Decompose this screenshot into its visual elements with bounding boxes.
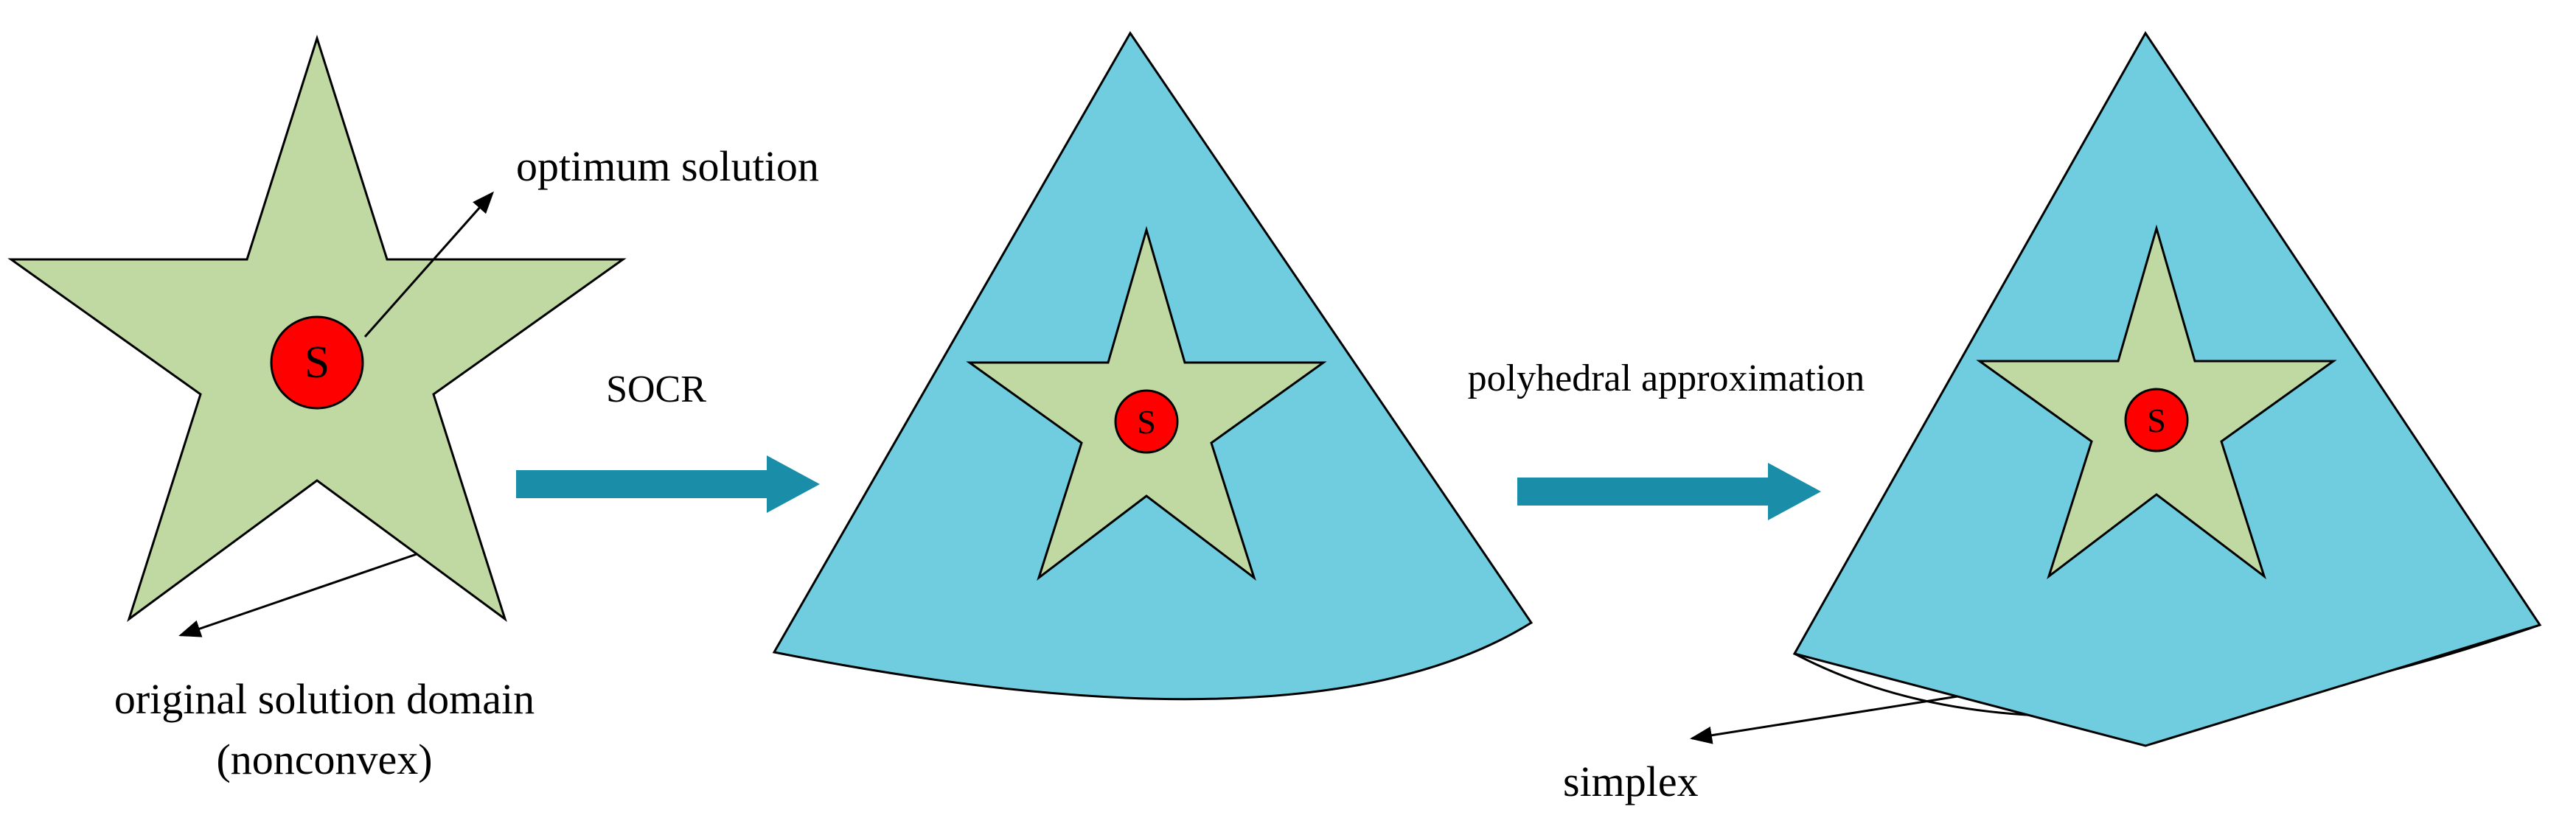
optimum-pointer-line [363, 191, 494, 338]
simplex-label: simplex [1563, 758, 1699, 805]
panel-original-domain: S optimum solution original solution dom… [7, 35, 819, 783]
socr-arrow [516, 455, 820, 513]
polyhedral-approximation-label: polyhedral approximation [1468, 357, 1865, 399]
optimum-solution-marker-label: S [304, 338, 330, 388]
solution-marker-3-label: S [2147, 402, 2166, 439]
solution-marker-2-label: S [1137, 403, 1156, 441]
optimum-solution-label: optimum solution [516, 142, 819, 190]
domain-pointer-line [178, 553, 417, 637]
simplex-pointer-line [1690, 695, 1958, 744]
polyhedral-arrow [1517, 463, 1821, 520]
socr-transition: SOCR [516, 368, 820, 513]
panel-socr-cone: S [772, 31, 1534, 701]
domain-label-line1: original solution domain [114, 675, 535, 723]
panel-polyhedral: S simplex [1563, 31, 2542, 805]
solution-marker-2 [1114, 389, 1179, 454]
domain-label-line2: (nonconvex) [216, 735, 432, 783]
polyhedral-transition: polyhedral approximation [1468, 357, 1865, 520]
solution-marker-3 [2124, 388, 2189, 452]
optimum-solution-marker [270, 315, 364, 410]
socr-label: SOCR [606, 368, 706, 410]
